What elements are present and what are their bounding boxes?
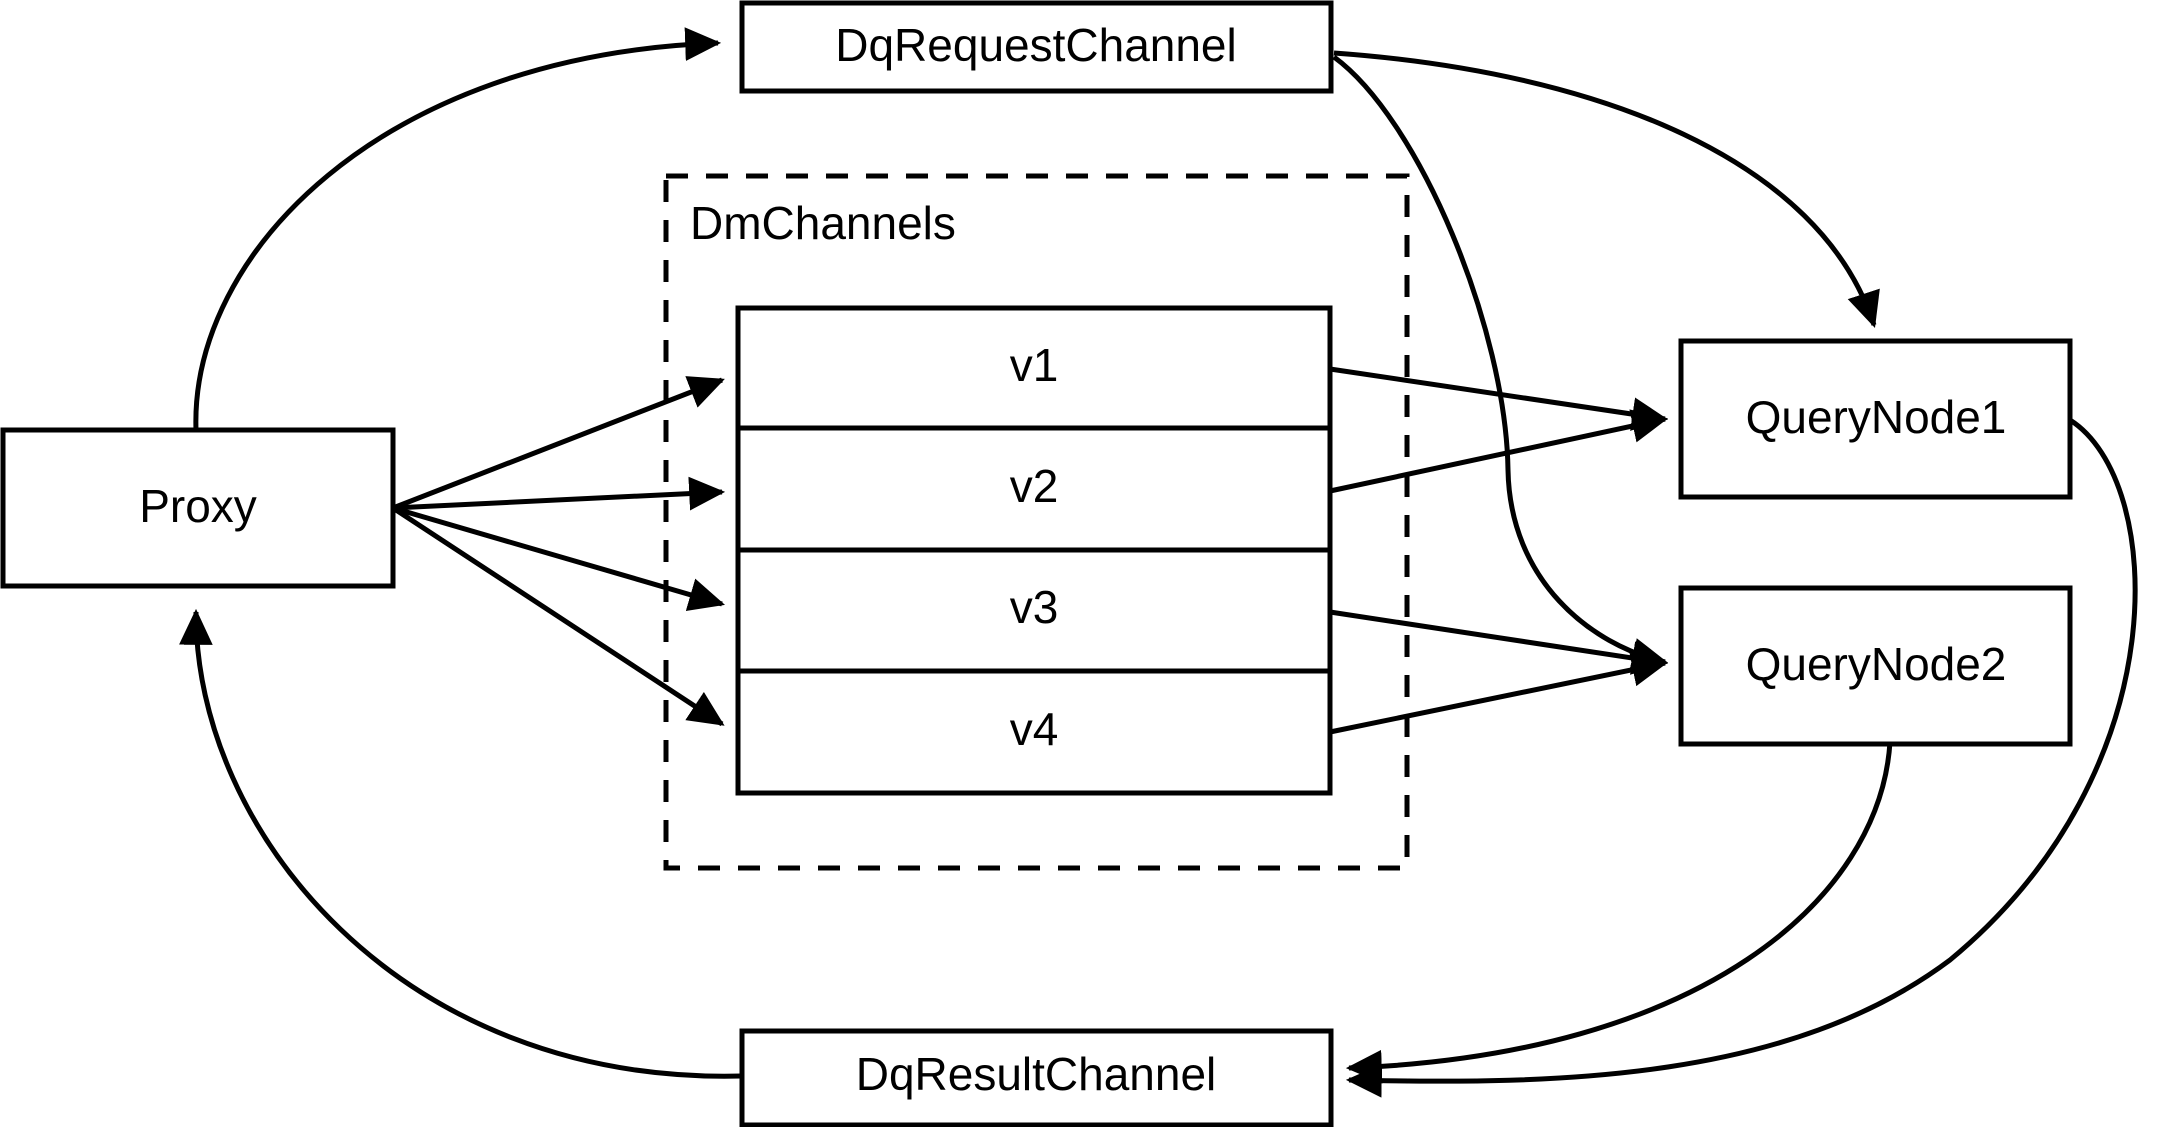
proxy-label: Proxy (139, 480, 257, 532)
edge-v4-to-querynode2 (1329, 653, 1669, 735)
edge-dqrequestchannel-to-querynode2 (1332, 54, 1669, 672)
dm-channels-label: DmChannels (690, 197, 956, 249)
edge-proxy-to-v2 (392, 476, 726, 511)
edge-proxy-to-v3 (392, 505, 725, 612)
edge-querynode2-to-dqresultchannel (1345, 741, 1893, 1084)
vchannel-label-v3[interactable]: v3 (1010, 581, 1059, 633)
dq-request-channel-label: DqRequestChannel (835, 19, 1237, 71)
dq-result-channel-label: DqResultChannel (856, 1048, 1217, 1100)
edge-proxy-to-v1 (392, 376, 725, 511)
query-node-1-label: QueryNode1 (1746, 391, 2007, 443)
query-node-2-label: QueryNode2 (1746, 638, 2007, 690)
node-dq-result-channel[interactable] (739, 1028, 1334, 1127)
edge-proxy-to-dqrequestchannel (193, 27, 722, 431)
node-query-node-1[interactable] (1678, 338, 2073, 500)
vchannel-label-v1[interactable]: v1 (1010, 339, 1059, 391)
edge-v1-to-querynode1 (1329, 366, 1669, 431)
node-query-node-2[interactable] (1678, 585, 2073, 747)
edge-dqrequestchannel-to-querynode1 (1333, 50, 1880, 328)
vchannel-label-v4[interactable]: v4 (1010, 703, 1059, 755)
node-proxy[interactable] (0, 427, 396, 589)
group-dm-channels (663, 173, 1410, 871)
edge-dqresultchannel-to-proxy (179, 608, 743, 1079)
edge-v3-to-querynode2 (1329, 609, 1669, 675)
edge-v2-to-querynode1 (1329, 409, 1669, 494)
vchannel-label-v2[interactable]: v2 (1010, 460, 1059, 512)
edge-querynode1-to-dqresultchannel (1345, 417, 2138, 1098)
edge-proxy-to-v4 (391, 505, 725, 727)
node-dq-request-channel[interactable] (739, 0, 1334, 94)
